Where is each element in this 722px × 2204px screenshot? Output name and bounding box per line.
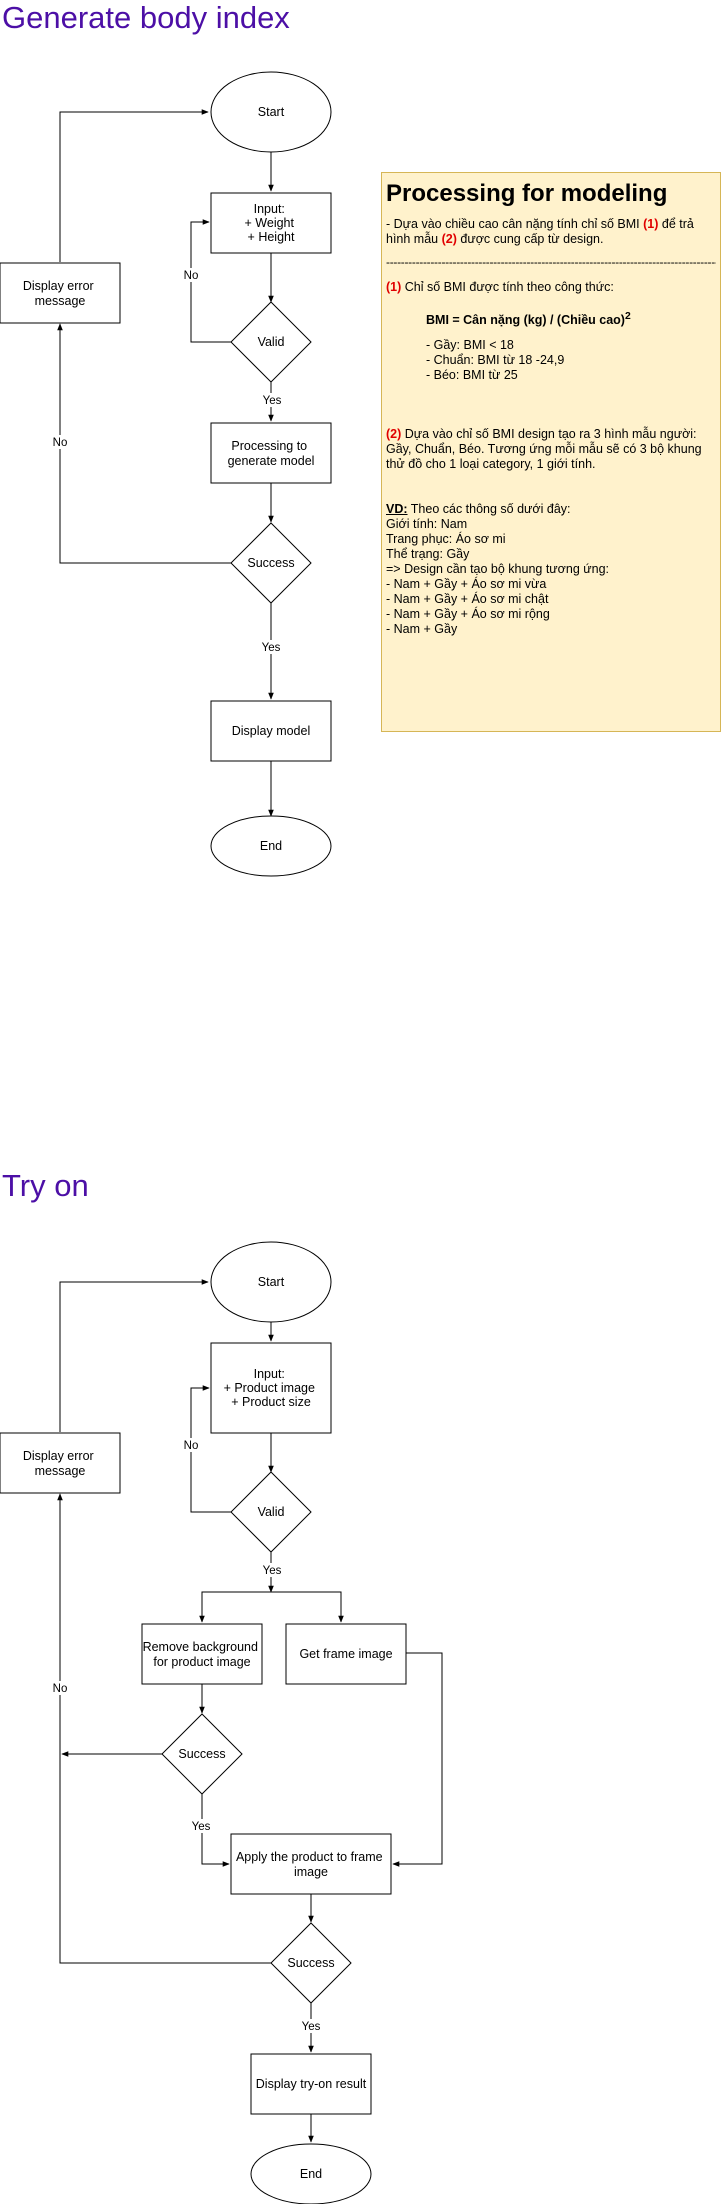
apply-product-node: [230, 1833, 392, 1895]
end-label: End: [300, 2167, 322, 2181]
end-node: [210, 815, 332, 877]
edge-error-to-start: [59, 1279, 209, 1432]
note-example-line: - Nam + Gầy + Áo sơ mi vừa: [386, 577, 547, 592]
success-label: Success: [178, 1747, 225, 1761]
bmi-range-item: - Béo: BMI từ 25: [426, 368, 518, 383]
edge-label-no: No: [184, 270, 199, 282]
note-intro-text: để trả hình mẫu: [386, 217, 694, 246]
edge-split-right: [271, 1591, 344, 1623]
bmi-formula-exponent: 2: [624, 311, 631, 322]
edge-success2-no-to-error: [57, 1493, 271, 1964]
remove-background-label: Remove background for product image: [143, 1640, 262, 1669]
edge-split-left: [199, 1591, 271, 1623]
note-title: Processing for modeling: [386, 180, 668, 207]
edge-success-no-to-error: [57, 323, 231, 564]
edge-label-no: No: [53, 1683, 68, 1695]
display-model-label: Display model: [232, 724, 311, 738]
process-label: Processing to generate model: [228, 439, 315, 468]
process-node: [210, 422, 332, 484]
start-node: [210, 1241, 332, 1323]
get-frame-node: [285, 1623, 407, 1685]
note-ref-1: (1): [386, 280, 402, 294]
note-section-2: (2) Dựa vào chỉ số BMI design tạo ra 3 h…: [386, 427, 716, 472]
bmi-range-item: - Chuẩn: BMI từ 18 -24,9: [426, 353, 565, 368]
edge-frame-to-apply: [392, 1652, 443, 1867]
bmi-ranges: - Gầy: BMI < 18 - Chuẩn: BMI từ 18 -24,9…: [426, 338, 716, 383]
edge-error-to-start: [59, 109, 209, 262]
note-intro-text: được cung cấp từ design.: [460, 232, 604, 246]
start-label: Start: [258, 105, 285, 119]
edge-label-yes: Yes: [302, 2021, 321, 2033]
edge-label-no: No: [53, 437, 68, 449]
edge-label-yes: Yes: [262, 642, 281, 654]
valid-decision: [230, 301, 312, 383]
note-example-lines: Giới tính: Nam Trang phục: Áo sơ mi Thể …: [386, 517, 716, 637]
bmi-formula-text: BMI = Cân nặng (kg) / (Chiều cao): [426, 313, 625, 328]
apply-product-label: Apply the product to frame image: [236, 1850, 386, 1879]
success-label: Success: [287, 1956, 334, 1970]
success-decision: [161, 1713, 243, 1795]
input-node: [210, 192, 332, 254]
note-processing-for-modeling: Processing for modeling - Dựa vào chiều …: [381, 172, 721, 732]
diagram-generate-body-index: [0, 71, 332, 877]
note-example-line: Giới tính: Nam: [386, 517, 468, 532]
error-node: [0, 1432, 121, 1494]
note-example-label: VD:: [386, 502, 408, 517]
note-example-line: Trang phục: Áo sơ mi: [386, 532, 506, 547]
valid-label: Valid: [258, 335, 285, 349]
note-intro-text: - Dựa vào chiều cao cân nặng tính chỉ số…: [386, 217, 640, 231]
note-ref-2: (2): [386, 427, 402, 442]
note-section-1: (1) Chỉ số BMI được tính theo công thức:: [386, 280, 716, 295]
error-label: Display error message: [23, 1449, 97, 1478]
diagram-title-try-on: Try on: [2, 1168, 89, 1203]
input-label: Input: + Product image + Product size: [224, 1367, 319, 1409]
error-label: Display error message: [23, 279, 97, 308]
edge-label-yes: Yes: [192, 1821, 211, 1833]
input-node: [210, 1342, 332, 1434]
note-example-line: - Nam + Gầy + Áo sơ mi chật: [386, 592, 549, 607]
note-example-line: Thể trạng: Gầy: [386, 547, 470, 562]
note-ref-1: (1): [643, 217, 659, 231]
error-node: [0, 262, 121, 324]
note-separator: ----------------------------------------…: [386, 255, 716, 269]
success-label: Success: [247, 556, 294, 570]
valid-label: Valid: [258, 1505, 285, 1519]
end-node: [250, 2143, 372, 2204]
note-section-1-text: Chỉ số BMI được tính theo công thức:: [404, 280, 614, 294]
success-decision: [230, 522, 312, 604]
end-label: End: [260, 839, 282, 853]
bmi-range-item: - Gầy: BMI < 18: [426, 338, 514, 353]
get-frame-label: Get frame image: [299, 1647, 392, 1661]
remove-background-node: [141, 1623, 263, 1685]
diagram-title-generate-body-index: Generate body index: [2, 0, 290, 35]
note-example-line: - Nam + Gầy: [386, 622, 458, 637]
start-node: [210, 71, 332, 153]
note-example-line: => Design cần tạo bộ khung tương ứng:: [386, 562, 609, 577]
edge-label-no: No: [184, 1440, 199, 1452]
edge-success1-yes-to-apply: [201, 1794, 230, 1867]
display-try-on-node: [250, 2053, 372, 2115]
valid-decision: [230, 1471, 312, 1553]
input-label: Input: + Weight + Height: [245, 202, 298, 244]
display-try-on-label: Display try-on result: [256, 2077, 367, 2091]
note-section-2-text: Dựa vào chỉ số BMI design tạo ra 3 hình …: [386, 427, 702, 472]
display-model-node: [210, 700, 332, 762]
edge-label-yes: Yes: [263, 395, 282, 407]
success-decision: [270, 1922, 352, 2004]
edge-label-yes: Yes: [263, 1565, 282, 1577]
note-example-line: - Nam + Gầy + Áo sơ mi rộng: [386, 607, 550, 622]
note-intro: - Dựa vào chiều cao cân nặng tính chỉ số…: [386, 217, 716, 247]
diagram-try-on: [0, 1241, 443, 2204]
note-example-text: Theo các thông số dưới đây:: [410, 502, 571, 517]
note-example-heading: VD: Theo các thông số dưới đây:: [386, 502, 716, 517]
start-label: Start: [258, 1275, 285, 1289]
note-ref-2: (2): [441, 232, 457, 246]
bmi-formula: BMI = Cân nặng (kg) / (Chiều cao)2: [426, 309, 716, 328]
